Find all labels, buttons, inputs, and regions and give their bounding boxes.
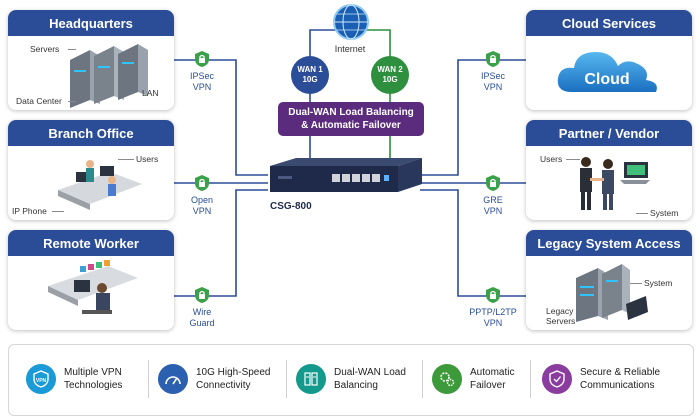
system-label: System xyxy=(650,208,679,218)
divider xyxy=(148,360,149,398)
handshake-icon xyxy=(580,157,650,210)
servers-label: Servers xyxy=(30,44,60,54)
panel-title: Headquarters xyxy=(8,10,174,36)
divider xyxy=(422,360,423,398)
link-label: Open VPN xyxy=(190,195,214,216)
users-leader xyxy=(566,159,580,160)
servers-icon xyxy=(296,364,326,394)
datacenter-label: Data Center xyxy=(16,96,62,106)
wan2-badge: WAN 2 10G xyxy=(371,56,409,94)
pptp-l2tp-vpn-link: PPTP/L2TP VPN xyxy=(458,286,528,329)
lock-shield-icon xyxy=(486,287,500,303)
feature-label: Automatic Failover xyxy=(470,367,515,391)
panel-title: Remote Worker xyxy=(8,230,174,256)
device-label: CSG-800 xyxy=(270,201,312,212)
users-label: Users xyxy=(540,154,563,164)
divider xyxy=(530,360,531,398)
wan1-badge: WAN 1 10G xyxy=(291,56,329,94)
feature-label: Secure & Reliable Communications xyxy=(580,367,661,391)
system-label: System xyxy=(644,278,673,288)
system-leader xyxy=(630,283,642,284)
datacenter-leader xyxy=(68,101,76,102)
lock-shield-icon xyxy=(486,175,500,191)
feature-10g-speed: 10G High-Speed Connectivity xyxy=(158,349,271,409)
speedometer-icon xyxy=(158,364,188,394)
vpn-shield-icon: VPN xyxy=(26,364,56,394)
cloud-icon: Cloud xyxy=(557,52,657,92)
internet-globe-icon xyxy=(333,4,369,40)
legacy-servers-label: Legacy Servers xyxy=(546,306,576,326)
legacy-system-panel: Legacy System Access System Legacy Serve… xyxy=(526,230,692,330)
feature-multiple-vpn: VPN Multiple VPN Technologies xyxy=(26,349,122,409)
panel-title: Cloud Services xyxy=(526,10,692,36)
lock-shield-icon xyxy=(195,287,209,303)
banner-text: Dual-WAN Load Balancing & Automatic Fail… xyxy=(288,107,414,131)
feature-secure: Secure & Reliable Communications xyxy=(542,349,660,409)
gears-icon xyxy=(432,364,462,394)
feature-bar xyxy=(8,344,694,416)
csg-800-device xyxy=(270,158,422,192)
svg-text:VPN: VPN xyxy=(36,378,47,384)
lock-shield-icon xyxy=(486,51,500,67)
feature-failover: Automatic Failover xyxy=(432,349,514,409)
legacy-servers-icon xyxy=(576,264,648,322)
internet-label: Internet xyxy=(334,44,366,54)
cloud-text: Cloud xyxy=(584,71,629,88)
panel-title: Branch Office xyxy=(8,120,174,146)
link-label: IPSec VPN xyxy=(480,71,505,92)
divider xyxy=(286,360,287,398)
ipphone-label: IP Phone xyxy=(12,206,47,216)
server-racks-icon xyxy=(70,44,148,108)
wireguard-link: Wire Guard xyxy=(167,286,237,329)
users-label: Users xyxy=(136,154,159,164)
panel-title: Partner / Vendor xyxy=(526,120,692,146)
servers-leader xyxy=(68,49,76,50)
remote-worker-icon xyxy=(48,260,138,314)
ipsec-vpn-right-link: IPSec VPN xyxy=(458,50,528,93)
users-leader xyxy=(118,159,134,160)
lan-label: LAN xyxy=(142,88,159,98)
link-label: PPTP/L2TP VPN xyxy=(469,307,517,328)
link-label: IPSec VPN xyxy=(189,71,214,92)
feature-label: Multiple VPN Technologies xyxy=(64,367,123,391)
ipsec-vpn-left-link: IPSec VPN xyxy=(167,50,237,93)
feature-label: 10G High-Speed Connectivity xyxy=(196,367,271,391)
ipphone-leader xyxy=(52,211,64,212)
partner-vendor-panel: Partner / Vendor Users System xyxy=(526,120,692,220)
load-balancing-banner: Dual-WAN Load Balancing & Automatic Fail… xyxy=(278,102,424,136)
link-label: Wire Guard xyxy=(189,307,215,328)
feature-dual-wan: Dual-WAN Load Balancing xyxy=(296,349,406,409)
wan2-label: WAN 2 10G xyxy=(377,65,403,84)
wan1-label: WAN 1 10G xyxy=(297,65,323,84)
panel-title: Legacy System Access xyxy=(526,230,692,256)
openvpn-link: Open VPN xyxy=(167,174,237,217)
gre-vpn-link: GRE VPN xyxy=(458,174,528,217)
headquarters-panel: Headquarters Servers Data Center LAN xyxy=(8,10,174,110)
lock-shield-icon xyxy=(195,51,209,67)
remote-worker-panel: Remote Worker xyxy=(8,230,174,330)
feature-label: Dual-WAN Load Balancing xyxy=(334,367,406,391)
secure-shield-icon xyxy=(542,364,572,394)
system-leader xyxy=(636,213,648,214)
office-desks-icon xyxy=(58,160,142,210)
lock-shield-icon xyxy=(195,175,209,191)
cloud-services-panel: Cloud Services Cloud xyxy=(526,10,692,110)
link-label: GRE VPN xyxy=(483,195,503,216)
branch-office-panel: Branch Office Users IP Phone xyxy=(8,120,174,220)
